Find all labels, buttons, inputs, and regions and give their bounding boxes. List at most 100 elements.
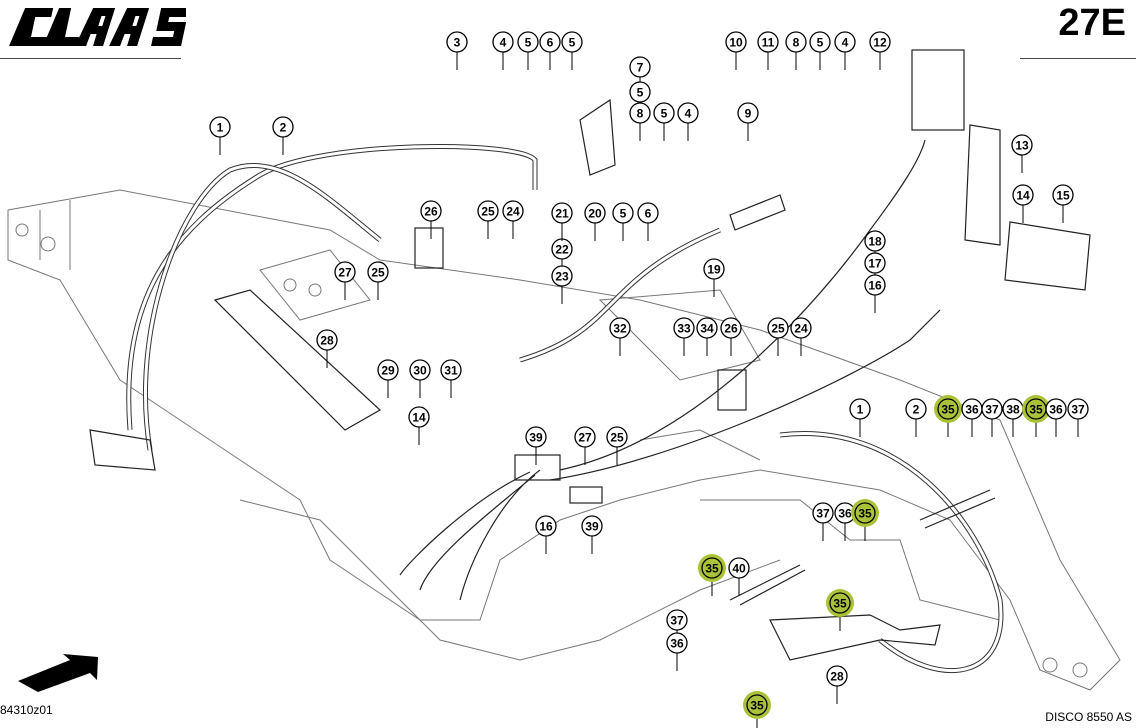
callout-part-35[interactable]: 35 xyxy=(743,691,771,728)
callout-part-37[interactable]: 37 xyxy=(812,502,834,541)
callout-circle xyxy=(673,317,695,339)
callout-part-31[interactable]: 31 xyxy=(440,359,462,398)
callout-part-11[interactable]: 11 xyxy=(757,31,779,70)
callout-part-13[interactable]: 13 xyxy=(1011,134,1033,173)
callout-part-37[interactable]: 37 xyxy=(666,609,688,648)
callout-part-38[interactable]: 38 xyxy=(1002,398,1024,437)
callout-part-10[interactable]: 10 xyxy=(725,31,747,70)
callout-part-21[interactable]: 21 xyxy=(551,202,573,241)
callout-circle xyxy=(767,317,789,339)
callout-part-7[interactable]: 7 xyxy=(629,56,651,95)
callout-part-35[interactable]: 35 xyxy=(698,554,726,596)
callout-part-18[interactable]: 18 xyxy=(864,230,886,269)
callout-circle xyxy=(829,592,851,614)
callout-part-8[interactable]: 8 xyxy=(785,31,807,70)
callout-label: 30 xyxy=(413,364,427,378)
callout-part-23[interactable]: 23 xyxy=(551,265,573,304)
callout-part-32[interactable]: 32 xyxy=(609,317,631,356)
callout-part-6[interactable]: 6 xyxy=(539,31,561,70)
header-rule-right xyxy=(1020,58,1136,59)
callout-label: 2 xyxy=(913,403,920,417)
callout-part-35[interactable]: 35 xyxy=(826,589,854,631)
callout-part-28[interactable]: 28 xyxy=(826,665,848,704)
callout-circle xyxy=(551,265,573,287)
callout-part-25[interactable]: 25 xyxy=(367,261,389,300)
callout-part-6[interactable]: 6 xyxy=(637,202,659,241)
callout-circle xyxy=(728,557,750,579)
callout-part-29[interactable]: 29 xyxy=(377,359,399,398)
callout-part-37[interactable]: 37 xyxy=(981,398,1003,437)
callout-part-5[interactable]: 5 xyxy=(517,31,539,70)
callout-part-34[interactable]: 34 xyxy=(696,317,718,356)
callout-circle xyxy=(746,694,768,716)
callout-part-1[interactable]: 1 xyxy=(209,116,231,155)
callout-part-35[interactable]: 35 xyxy=(851,499,879,541)
callout-label: 5 xyxy=(620,207,627,221)
callout-part-5[interactable]: 5 xyxy=(561,31,583,70)
callout-part-4[interactable]: 4 xyxy=(492,31,514,70)
callout-part-27[interactable]: 27 xyxy=(334,261,356,300)
callout-part-26[interactable]: 26 xyxy=(420,200,442,239)
callout-circle xyxy=(981,398,1003,420)
callout-part-36[interactable]: 36 xyxy=(961,398,983,437)
callout-part-35[interactable]: 35 xyxy=(934,395,962,437)
callout-circle xyxy=(581,515,603,537)
callout-part-26[interactable]: 26 xyxy=(720,317,742,356)
callout-circle xyxy=(606,426,628,448)
callout-part-24[interactable]: 24 xyxy=(790,317,812,356)
callout-circle xyxy=(666,609,688,631)
callout-part-14[interactable]: 14 xyxy=(408,406,430,445)
callout-part-5[interactable]: 5 xyxy=(653,102,675,141)
callout-part-36[interactable]: 36 xyxy=(834,502,856,541)
callout-part-25[interactable]: 25 xyxy=(606,426,628,465)
callout-part-3[interactable]: 3 xyxy=(446,31,468,70)
callout-part-20[interactable]: 20 xyxy=(584,202,606,241)
callout-part-19[interactable]: 19 xyxy=(703,258,725,297)
callout-label: 35 xyxy=(833,597,847,611)
callout-part-36[interactable]: 36 xyxy=(666,632,688,671)
callout-part-4[interactable]: 4 xyxy=(834,31,856,70)
callout-label: 27 xyxy=(338,266,352,280)
callout-part-27[interactable]: 27 xyxy=(574,426,596,465)
callout-part-15[interactable]: 15 xyxy=(1052,184,1074,223)
callout-part-25[interactable]: 25 xyxy=(477,200,499,239)
callout-part-2[interactable]: 2 xyxy=(905,398,927,437)
callout-circle xyxy=(477,200,499,222)
callout-part-16[interactable]: 16 xyxy=(864,274,886,313)
callout-label: 10 xyxy=(729,36,743,50)
callout-part-5[interactable]: 5 xyxy=(612,202,634,241)
callout-part-35[interactable]: 35 xyxy=(1022,395,1050,437)
callout-part-12[interactable]: 12 xyxy=(869,31,891,70)
callout-label: 34 xyxy=(700,322,714,336)
callout-part-25[interactable]: 25 xyxy=(767,317,789,356)
callout-label: 24 xyxy=(506,205,520,219)
callout-part-39[interactable]: 39 xyxy=(581,515,603,554)
callout-part-33[interactable]: 33 xyxy=(673,317,695,356)
callout-part-37[interactable]: 37 xyxy=(1067,398,1089,437)
callout-part-9[interactable]: 9 xyxy=(737,102,759,141)
callout-label: 16 xyxy=(868,279,882,293)
callout-part-39[interactable]: 39 xyxy=(525,426,547,465)
callout-part-24[interactable]: 24 xyxy=(502,200,524,239)
callout-part-5[interactable]: 5 xyxy=(809,31,831,70)
callout-part-2[interactable]: 2 xyxy=(272,116,294,155)
callout-label: 5 xyxy=(817,36,824,50)
callout-part-30[interactable]: 30 xyxy=(409,359,431,398)
callout-part-14[interactable]: 14 xyxy=(1012,184,1034,223)
callout-part-4[interactable]: 4 xyxy=(677,102,699,141)
callout-label: 5 xyxy=(661,107,668,121)
callout-part-8[interactable]: 8 xyxy=(629,102,651,141)
callout-part-1[interactable]: 1 xyxy=(849,398,871,437)
callout-circle xyxy=(408,406,430,428)
callout-label: 36 xyxy=(1049,403,1063,417)
callout-part-40[interactable]: 40 xyxy=(728,557,750,596)
callout-part-17[interactable]: 17 xyxy=(864,252,886,291)
callout-part-28[interactable]: 28 xyxy=(316,329,338,368)
callout-label: 3 xyxy=(454,36,461,50)
callout-part-36[interactable]: 36 xyxy=(1045,398,1067,437)
callout-label: 13 xyxy=(1015,139,1029,153)
callout-label: 28 xyxy=(830,670,844,684)
callout-part-16[interactable]: 16 xyxy=(535,515,557,554)
callout-circle xyxy=(561,31,583,53)
